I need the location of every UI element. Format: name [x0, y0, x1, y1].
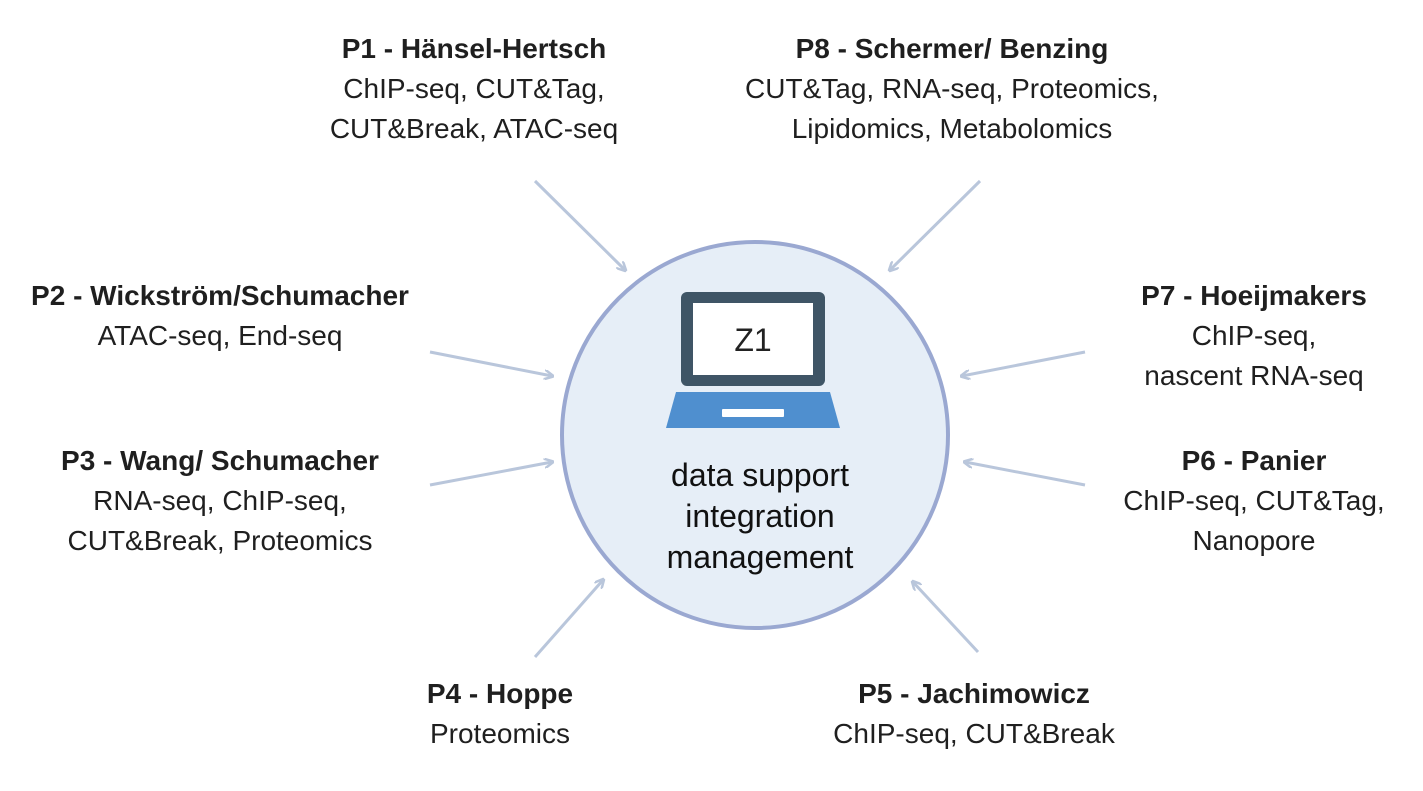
hub-line: integration: [685, 498, 835, 534]
hub-code: Z1: [734, 322, 772, 358]
laptop-icon: [666, 292, 840, 428]
project-p6: P6 - Panier ChIP-seq, CUT&Tag, Nanopore: [1104, 441, 1404, 561]
arrow-p7: [962, 350, 1086, 376]
hub-circle: [560, 240, 950, 630]
project-method-line: Nanopore: [1192, 525, 1316, 556]
project-p5: P5 - Jachimowicz ChIP-seq, CUT&Break: [804, 674, 1144, 754]
project-name: P7 - Hoeijmakers: [1141, 280, 1367, 311]
project-method-line: ATAC-seq, End-seq: [97, 320, 343, 351]
project-method-line: RNA-seq, ChIP-seq,: [93, 485, 347, 516]
project-method-line: ChIP-seq,: [1191, 320, 1317, 351]
arrow-p5: [913, 582, 980, 654]
project-name: P8 - Schermer/ Benzing: [795, 33, 1109, 64]
project-method-line: ChIP-seq, CUT&Tag,: [343, 73, 605, 104]
project-method-line: CUT&Tag, RNA-seq, Proteomics,: [745, 73, 1159, 104]
hub-description: data support integration management: [570, 455, 950, 578]
project-name: P3 - Wang/ Schumacher: [61, 445, 379, 476]
hub-line: management: [666, 539, 854, 575]
project-name: P4 - Hoppe: [426, 678, 574, 709]
project-name: P1 - Hänsel-Hertsch: [341, 33, 607, 64]
project-p4: P4 - Hoppe Proteomics: [380, 674, 620, 754]
project-method-line: CUT&Break, ATAC-seq: [329, 113, 619, 144]
project-method-line: Lipidomics, Metabolomics: [791, 113, 1113, 144]
project-p1: P1 - Hänsel-Hertsch ChIP-seq, CUT&Tag, C…: [274, 29, 674, 149]
arrow-p2: [429, 350, 552, 376]
arrow-p4: [533, 580, 603, 658]
project-method-line: ChIP-seq, CUT&Break: [833, 718, 1115, 749]
project-method-line: ChIP-seq, CUT&Tag,: [1123, 485, 1385, 516]
project-name: P5 - Jachimowicz: [858, 678, 1090, 709]
arrow-p1: [533, 179, 625, 270]
project-method-line: CUT&Break, Proteomics: [67, 525, 373, 556]
arrow-p8: [890, 179, 982, 270]
project-p8: P8 - Schermer/ Benzing CUT&Tag, RNA-seq,…: [702, 29, 1202, 149]
project-p3: P3 - Wang/ Schumacher RNA-seq, ChIP-seq,…: [30, 441, 410, 561]
project-name: P2 - Wickström/Schumacher: [31, 280, 409, 311]
project-method-line: nascent RNA-seq: [1144, 360, 1364, 391]
arrow-p3: [429, 462, 552, 487]
project-name: P6 - Panier: [1181, 445, 1327, 476]
project-method-line: Proteomics: [429, 718, 571, 749]
project-p7: P7 - Hoeijmakers ChIP-seq, nascent RNA-s…: [1104, 276, 1404, 396]
project-p2: P2 - Wickström/Schumacher ATAC-seq, End-…: [10, 276, 430, 356]
hub-line: data support: [671, 457, 849, 493]
arrow-p6: [965, 462, 1086, 487]
